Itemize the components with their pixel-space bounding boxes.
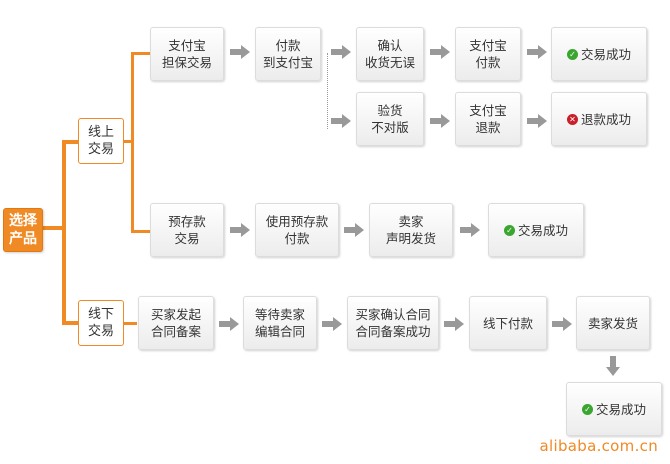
connector <box>123 140 133 143</box>
arrow-right-icon <box>552 317 572 331</box>
watermark: alibaba.com.cn <box>539 437 658 455</box>
connector <box>131 52 134 233</box>
arrow-right-icon <box>430 45 450 59</box>
arrow-right-icon <box>230 223 250 237</box>
pay-to-alipay-node: 付款 到支付宝 <box>255 27 321 81</box>
connector <box>62 140 78 144</box>
trade-success-node: ✓交易成功 <box>488 203 584 257</box>
branch-dotted-line <box>327 53 328 129</box>
arrow-right-icon <box>444 317 464 331</box>
check-icon: ✓ <box>581 403 593 415</box>
buyer-contract-node: 买家发起 合同备案 <box>138 296 214 350</box>
arrow-right-icon <box>430 114 450 128</box>
seller-edit-contract-node: 等待卖家 编辑合同 <box>243 296 317 350</box>
offline-payment-node: 线下付款 <box>469 296 547 350</box>
alipay-escrow-node: 支付宝 担保交易 <box>150 27 224 81</box>
check-icon: ✓ <box>503 224 515 236</box>
arrow-right-icon <box>527 45 547 59</box>
prepaid-trade-node: 预存款 交易 <box>150 203 224 257</box>
seller-ship-node: 卖家 声明发货 <box>369 203 453 257</box>
confirm-contract-node: 买家确认合同 合同备案成功 <box>347 296 439 350</box>
refund-success-node: ✕退款成功 <box>551 92 647 146</box>
check-icon: ✓ <box>566 48 578 60</box>
connector <box>62 321 78 325</box>
arrow-right-icon <box>344 223 364 237</box>
cross-icon: ✕ <box>566 113 578 125</box>
trade-success-node: ✓交易成功 <box>566 382 662 436</box>
connector <box>42 226 65 230</box>
arrow-right-icon <box>331 114 351 128</box>
connector <box>62 140 66 324</box>
arrow-right-icon <box>527 114 547 128</box>
pay-with-prepaid-node: 使用预存款 付款 <box>255 203 339 257</box>
arrow-right-icon <box>230 45 250 59</box>
online-trade-node: 线上 交易 <box>78 118 124 164</box>
seller-deliver-node: 卖家发货 <box>576 296 650 350</box>
connector <box>131 230 150 233</box>
arrow-right-icon <box>331 45 351 59</box>
trade-success-node: ✓交易成功 <box>551 27 647 81</box>
arrow-right-icon <box>219 317 239 331</box>
confirm-receipt-node: 确认 收货无误 <box>356 27 424 81</box>
alipay-refund-node: 支付宝 退款 <box>455 92 521 146</box>
connector <box>131 52 150 55</box>
alipay-pay-node: 支付宝 付款 <box>455 27 521 81</box>
arrow-right-icon <box>322 317 342 331</box>
goods-mismatch-node: 验货 不对版 <box>356 92 424 146</box>
select-product-node: 选择 产品 <box>3 208 43 252</box>
offline-trade-node: 线下 交易 <box>78 300 124 346</box>
arrow-down-icon <box>606 356 620 376</box>
connector <box>123 322 137 325</box>
arrow-right-icon <box>460 223 480 237</box>
